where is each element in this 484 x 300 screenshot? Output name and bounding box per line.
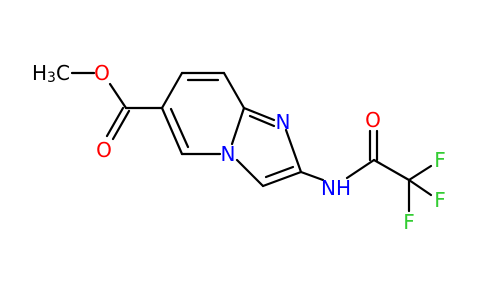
bond-n1-c2 (284, 128, 303, 174)
amide-nh-label: NH (321, 176, 351, 200)
bond-nh-co (345, 158, 376, 180)
carbonyl-oxygen-label: O (96, 138, 112, 162)
methyl-label: H3C (32, 61, 70, 86)
bond-o-carbonyl (108, 82, 128, 110)
bond-ring-c8-c8a (222, 71, 246, 110)
amide-oxygen-label: O (365, 108, 381, 132)
methyl-c-text: C (56, 61, 70, 85)
ring-bridge-nitrogen-label: N (221, 142, 236, 166)
bond-c2-nh (299, 170, 325, 182)
bond-carbonyl-o-double-b (111, 109, 131, 141)
bond-carbonyl-o-double-a (105, 106, 125, 138)
fluorine-bottom-label: F (403, 210, 415, 234)
fluorine-top-label: F (434, 148, 446, 172)
bond-ring-c5-c6-inner (169, 107, 190, 149)
bond-ring-c5-c6 (160, 106, 184, 156)
bond-c8a-n1-inner (248, 114, 276, 128)
fluorine-right-label: F (434, 188, 446, 212)
bond-co-cf3 (372, 158, 411, 182)
bond-ring-c8a-n (230, 106, 246, 146)
bond-c2-c3-inner (264, 165, 295, 179)
methyl-subscript-text: 3 (47, 70, 56, 86)
methyl-h-text: H (32, 61, 47, 85)
bond-c3-n (235, 158, 265, 188)
ester-oxygen-label: O (94, 61, 110, 85)
bond-c8a-n1 (242, 106, 276, 122)
ring-imine-nitrogen-label: N (276, 110, 291, 134)
bond-c2-c3 (261, 170, 303, 188)
bond-cf3-f-top (407, 164, 433, 182)
bond-ring-c6-c7 (160, 71, 184, 110)
bond-cf3-f-right (407, 178, 433, 197)
